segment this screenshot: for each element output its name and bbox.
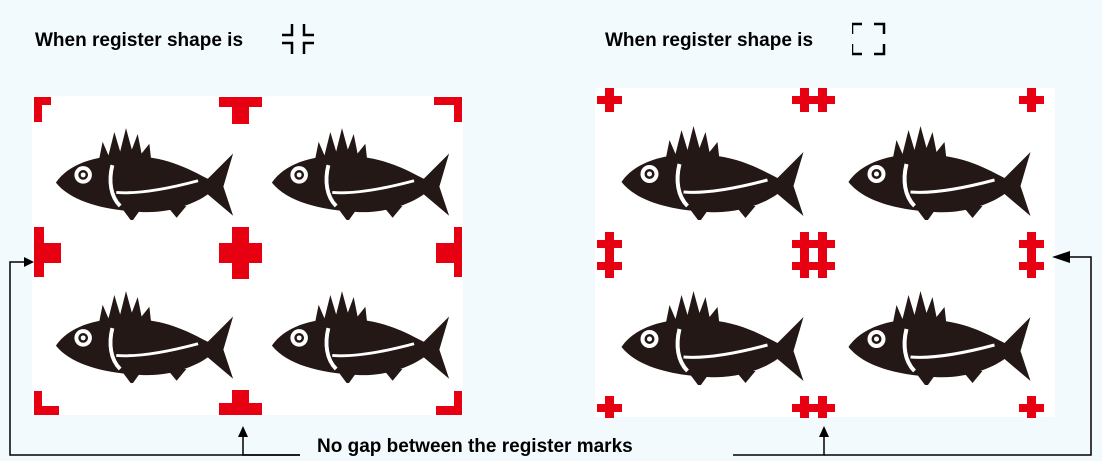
arrow-up-icon [238,426,248,437]
arrow-up-icon [819,426,829,437]
register-mark [810,232,835,256]
register-mark [34,97,51,122]
register-mark [597,254,622,278]
register-mark [436,227,462,277]
fish-icon [622,126,804,222]
fish-icon [269,126,452,220]
left-heading-text: When register shape is [35,30,244,51]
register-mark [34,227,61,277]
register-mark [792,88,818,112]
fish-icon [53,126,236,220]
fish-icon [53,289,236,383]
register-mark [792,232,818,256]
callout-arrowheads [24,251,1070,437]
register-mark [1019,232,1044,256]
register-mark [1019,396,1044,418]
right-heading: When register shape is [605,22,886,56]
register-mark [219,390,262,415]
fish-icon [269,289,452,383]
corner-register-outward-icon [282,24,314,54]
register-mark [1019,254,1044,278]
arrow-right-icon [24,257,34,267]
fish-icon [849,126,1031,222]
fish-icon [622,291,804,387]
register-mark [434,97,462,122]
register-mark [436,391,462,415]
register-mark [34,391,59,415]
left-heading: When register shape is [35,24,314,54]
register-mark [219,227,262,279]
register-mark [810,88,835,112]
register-mark [792,254,818,278]
register-mark [810,396,835,418]
register-mark [597,396,622,418]
register-mark [810,254,835,278]
callout-note: No gap between the register marks [317,436,633,457]
register-mark [597,232,622,256]
fish-icon [849,291,1031,387]
register-mark [219,97,262,124]
corner-register-inward-icon [852,22,886,56]
register-mark [597,88,622,112]
callout-lines [9,256,1092,456]
right-heading-text: When register shape is [605,30,814,51]
register-mark [792,396,818,418]
arrow-left-icon [1052,251,1070,263]
register-mark [1019,88,1044,112]
right-register-marks [597,88,1044,418]
left-register-marks [34,97,462,415]
